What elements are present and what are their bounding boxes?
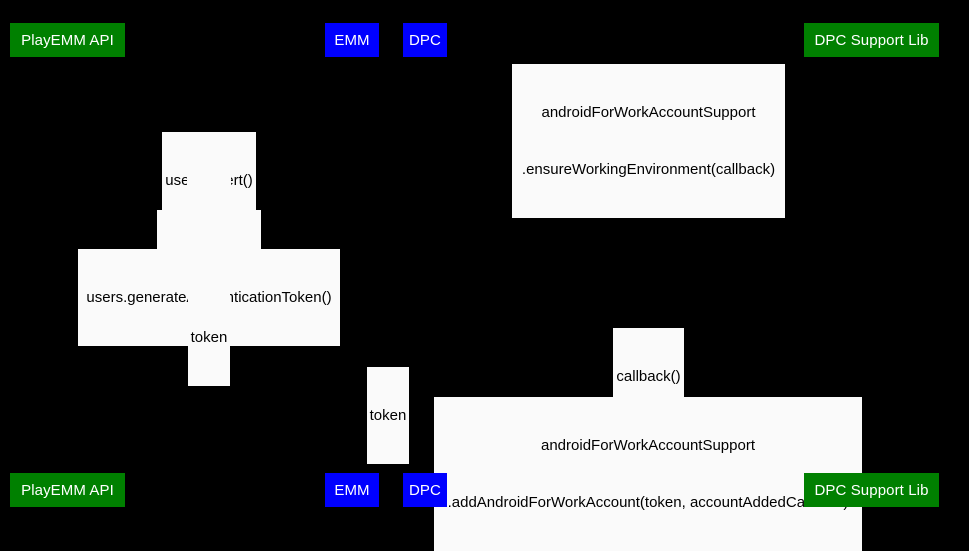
lifeline-dpc-support-lib: [871, 56, 872, 473]
participant-footer-dpc-support-lib[interactable]: DPC Support Lib: [804, 473, 939, 507]
message-line-1: androidForWorkAccountSupport: [541, 104, 756, 121]
message-label-token-to-dpc[interactable]: token: [367, 367, 409, 464]
participant-header-emm[interactable]: EMM: [325, 23, 379, 57]
participant-footer-emm-label: EMM: [334, 481, 370, 499]
participant-footer-dpc-support-lib-label: DPC Support Lib: [814, 481, 929, 499]
message-label-token-to-emm[interactable]: token: [188, 289, 230, 386]
message-line-1: callback(): [616, 368, 681, 385]
participant-header-dpc[interactable]: DPC: [403, 23, 447, 57]
participant-footer-playemm-api-label: PlayEMM API: [21, 481, 114, 499]
message-line-2: .addAndroidForWorkAccount(token, account…: [447, 494, 849, 511]
participant-header-dpc-support-lib[interactable]: DPC Support Lib: [804, 23, 939, 57]
message-line-1: token: [369, 407, 407, 424]
lifeline-playemm-api: [67, 56, 68, 473]
participant-footer-dpc-label: DPC: [409, 481, 441, 499]
lifeline-emm: [351, 56, 352, 473]
message-line-1: androidForWorkAccountSupport: [541, 437, 755, 454]
lifeline-dpc: [424, 56, 425, 473]
participant-header-playemm-api[interactable]: PlayEMM API: [10, 23, 125, 57]
participant-header-playemm-api-label: PlayEMM API: [21, 31, 114, 49]
message-line-2: .ensureWorkingEnvironment(callback): [521, 161, 776, 178]
message-line-1: token: [190, 329, 228, 346]
participant-header-emm-label: EMM: [334, 31, 370, 49]
participant-footer-dpc[interactable]: DPC: [403, 473, 447, 507]
sequence-diagram: PlayEMM API EMM DPC DPC Support Lib andr…: [10, 23, 939, 551]
message-label-add-android-for-work-account[interactable]: androidForWorkAccountSupport .addAndroid…: [434, 397, 862, 551]
message-label-ensure-working-environment[interactable]: androidForWorkAccountSupport .ensureWork…: [512, 64, 785, 218]
participant-header-dpc-support-lib-label: DPC Support Lib: [814, 31, 929, 49]
participant-header-dpc-label: DPC: [409, 31, 441, 49]
participant-footer-playemm-api[interactable]: PlayEMM API: [10, 473, 125, 507]
participant-footer-emm[interactable]: EMM: [325, 473, 379, 507]
